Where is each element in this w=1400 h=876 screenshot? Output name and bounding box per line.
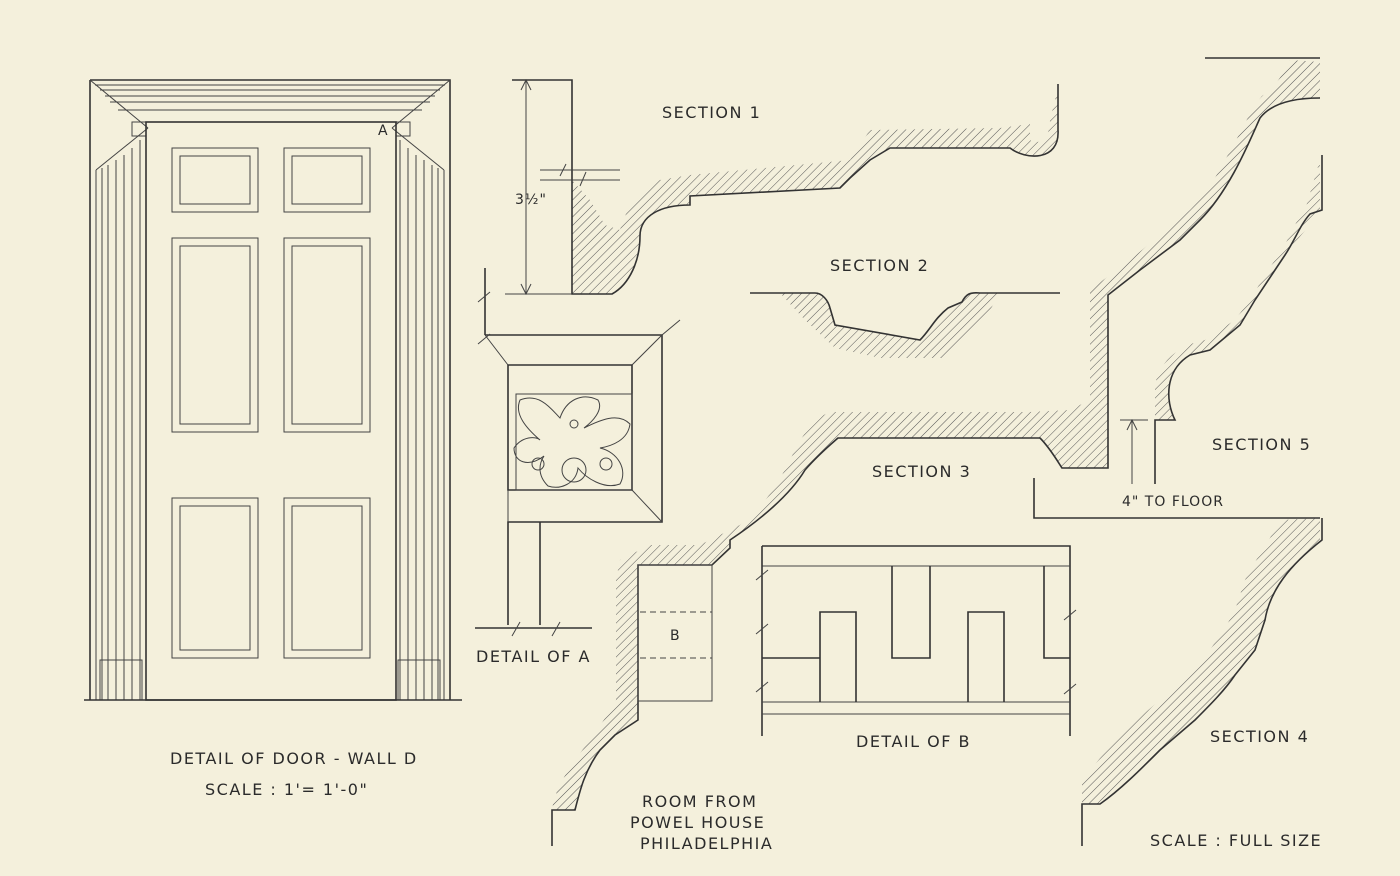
detail-b-drawing: [637, 545, 1077, 736]
section-1-label: SECTION 1: [662, 103, 761, 122]
section-2-label: SECTION 2: [830, 256, 929, 275]
section-1-profile: 3½": [505, 78, 1059, 296]
room-title-line2: POWEL HOUSE: [630, 813, 765, 832]
detail-a-drawing: [475, 268, 681, 637]
door-scale-label: SCALE : 1'= 1'-0": [205, 780, 368, 799]
dim-3-5-label: 3½": [515, 192, 547, 208]
detail-b-label: DETAIL OF B: [856, 732, 971, 751]
room-title-line1: ROOM FROM: [642, 792, 757, 811]
dim-4-floor-label: 4" TO FLOOR: [1122, 494, 1224, 510]
section-3-profile: [551, 57, 1321, 846]
section-2-profile: [750, 291, 1060, 358]
section-3-label: SECTION 3: [872, 462, 971, 481]
section-5-label: SECTION 5: [1212, 435, 1311, 454]
detail-a-label: DETAIL OF A: [476, 647, 591, 666]
room-title-line3: PHILADELPHIA: [640, 834, 773, 853]
rosette-ornament: [513, 393, 633, 491]
door-detail-title: DETAIL OF DOOR - WALL D: [170, 749, 418, 768]
door-mark-a: A: [378, 123, 389, 139]
door-elevation: A: [84, 79, 462, 701]
section-4-profile: [1081, 518, 1323, 846]
scale-full-label: SCALE : FULL SIZE: [1150, 831, 1322, 850]
section-4-label: SECTION 4: [1210, 727, 1309, 746]
mark-b-label: B: [670, 628, 681, 644]
section-5-profile: [1033, 155, 1323, 519]
